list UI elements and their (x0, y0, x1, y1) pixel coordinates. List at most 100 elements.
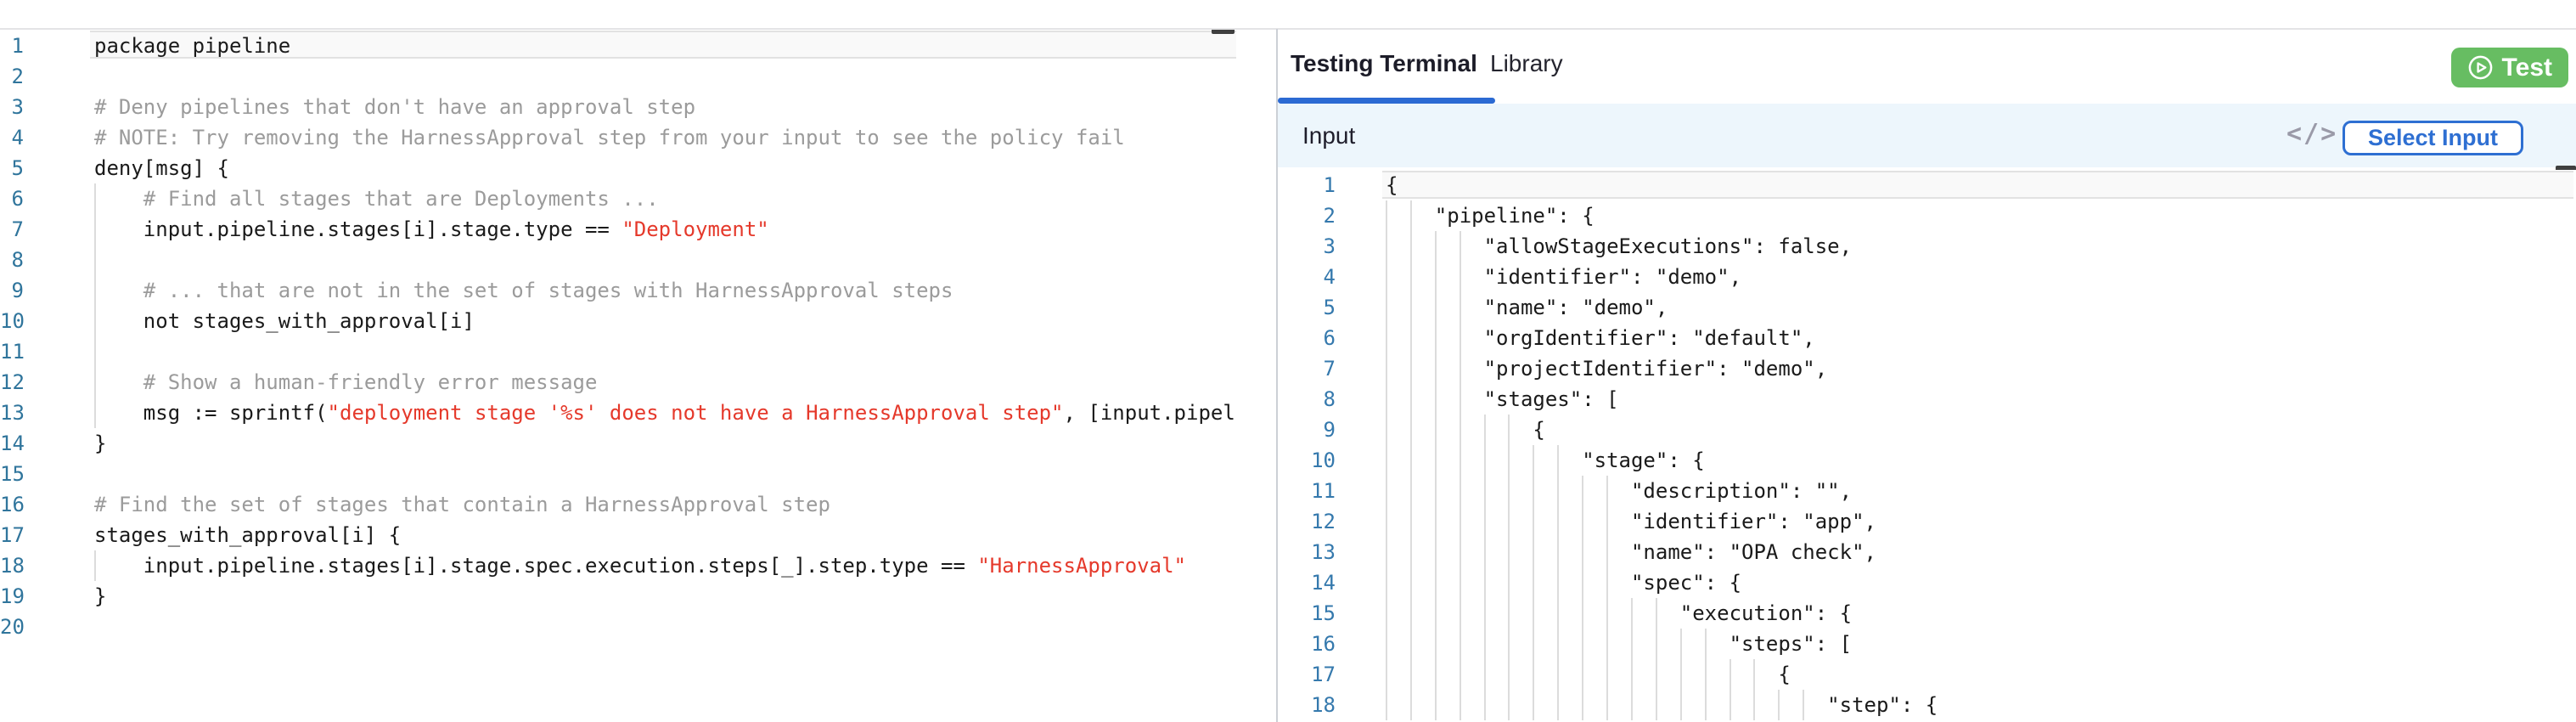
indent-guide (1679, 659, 1682, 690)
indent-guide (94, 550, 96, 581)
line-number: 1 (11, 34, 24, 58)
line-number: 14 (0, 432, 25, 455)
indent-guide (1434, 292, 1437, 323)
horizontal-scrollbar-thumb[interactable] (1212, 30, 1235, 34)
code-line: 2 "pipeline": { (1278, 200, 2576, 231)
indent-guide (1459, 476, 1461, 506)
indent-guide (1557, 476, 1560, 506)
code-view-icon[interactable]: </> (2286, 119, 2338, 149)
line-number: 4 (11, 126, 24, 149)
code-token: "step": { (1386, 693, 1938, 717)
indent-guide (1434, 262, 1437, 292)
policy-code-editor[interactable]: 1 package pipeline 2 3# Deny pipelines that… (0, 30, 1236, 722)
tab-library[interactable]: Library (1490, 50, 1563, 76)
code-token: input.pipeline.stages[i].stage.spec.exec… (94, 554, 978, 578)
indent-guide (1409, 292, 1412, 323)
code-line: 1{ (1278, 170, 2576, 200)
current-line-highlight (1382, 171, 2573, 199)
indent-guide (1557, 506, 1560, 537)
code-line: 13 "name": "OPA check", (1278, 537, 2576, 567)
indent-guide (1606, 629, 1609, 659)
indent-guide (1606, 690, 1609, 720)
line-number: 16 (0, 493, 25, 516)
line-number: 8 (1323, 387, 1336, 411)
code-line: 9 { (1278, 415, 2576, 445)
indent-guide (1483, 537, 1486, 567)
indent-guide (1679, 690, 1682, 720)
indent-guide (1557, 598, 1560, 629)
code-text: not stages_with_approval[i] (94, 306, 475, 336)
indent-guide (1386, 415, 1387, 445)
code-token: "stages": [ (1386, 387, 1619, 411)
test-button-label: Test (2501, 53, 2552, 82)
indent-guide (1459, 629, 1461, 659)
indent-guide (1409, 384, 1412, 415)
indent-guide (1655, 690, 1657, 720)
code-line: 12 "identifier": "app", (1278, 506, 2576, 537)
select-input-button[interactable]: Select Input (2343, 121, 2523, 155)
code-text: package pipeline (94, 31, 290, 61)
code-text: "stage": { (1386, 445, 1705, 476)
indent-guide (1508, 659, 1510, 690)
indent-guide (1533, 506, 1535, 537)
string-token: "HarnessApproval" (977, 554, 1186, 578)
input-json-editor[interactable]: 1{2 "pipeline": {3 "allowStageExecutions… (1278, 170, 2576, 722)
indent-guide (1508, 506, 1510, 537)
code-text: deny[msg] { (94, 153, 229, 183)
indent-guide (1409, 323, 1412, 353)
indent-guide (94, 183, 96, 214)
indent-guide (1557, 629, 1560, 659)
line-number: 7 (11, 217, 24, 241)
policy-code-lines: 1 package pipeline 2 3# Deny pipelines that… (0, 31, 1236, 642)
indent-guide (1459, 445, 1461, 476)
horizontal-scrollbar-thumb[interactable] (2556, 166, 2576, 172)
line-number: 11 (1311, 479, 1336, 503)
code-text: # NOTE: Try removing the HarnessApproval… (94, 122, 1125, 153)
indent-guide (1753, 659, 1756, 690)
pane-divider[interactable] (1276, 29, 1278, 722)
indent-guide (1483, 659, 1486, 690)
tab-testing-terminal[interactable]: Testing Terminal (1291, 50, 1477, 76)
indent-guide (1459, 506, 1461, 537)
code-text: input.pipeline.stages[i].stage.spec.exec… (94, 550, 1186, 581)
indent-guide (1582, 476, 1584, 506)
code-text: "spec": { (1386, 567, 1741, 598)
line-number: 2 (11, 65, 24, 88)
testing-panel: Testing Terminal Library Test Input </> … (1278, 30, 2576, 722)
code-token: , [input.pipel (1063, 401, 1235, 425)
code-line: 17 { (1278, 659, 2576, 690)
code-text: # Find the set of stages that contain a … (94, 489, 830, 520)
code-line: 4 "identifier": "demo", (1278, 262, 2576, 292)
code-line: 5 "name": "demo", (1278, 292, 2576, 323)
line-number: 6 (1323, 326, 1336, 350)
indent-guide (1386, 292, 1387, 323)
indent-guide (1434, 445, 1437, 476)
test-button[interactable]: Test (2450, 48, 2568, 87)
line-number: 6 (11, 187, 24, 211)
code-text: "stages": [ (1386, 384, 1619, 415)
indent-guide (1606, 476, 1609, 506)
indent-guide (1630, 598, 1633, 629)
indent-guide (1508, 629, 1510, 659)
indent-guide (1434, 415, 1437, 445)
indent-guide (1704, 629, 1707, 659)
line-number: 12 (1311, 510, 1336, 533)
code-text: # Deny pipelines that don't have an appr… (94, 92, 695, 122)
code-line: 16 "steps": [ (1278, 629, 2576, 659)
indent-guide (1508, 598, 1510, 629)
code-line: 14 "spec": { (1278, 567, 2576, 598)
indent-guide (1386, 262, 1387, 292)
indent-guide (94, 245, 96, 275)
code-token: "orgIdentifier": "default", (1386, 326, 1815, 350)
testing-panel-tabbar: Testing Terminal Library Test (1278, 30, 2576, 104)
code-text: "identifier": "app", (1386, 506, 1876, 537)
code-text: "projectIdentifier": "demo", (1386, 353, 1827, 384)
indent-guide (1803, 690, 1805, 720)
code-line: 3# Deny pipelines that don't have an app… (0, 92, 1236, 122)
indent-guide (1459, 690, 1461, 720)
code-token: "spec": { (1386, 571, 1742, 595)
indent-guide (1459, 415, 1461, 445)
indent-guide (1582, 690, 1584, 720)
